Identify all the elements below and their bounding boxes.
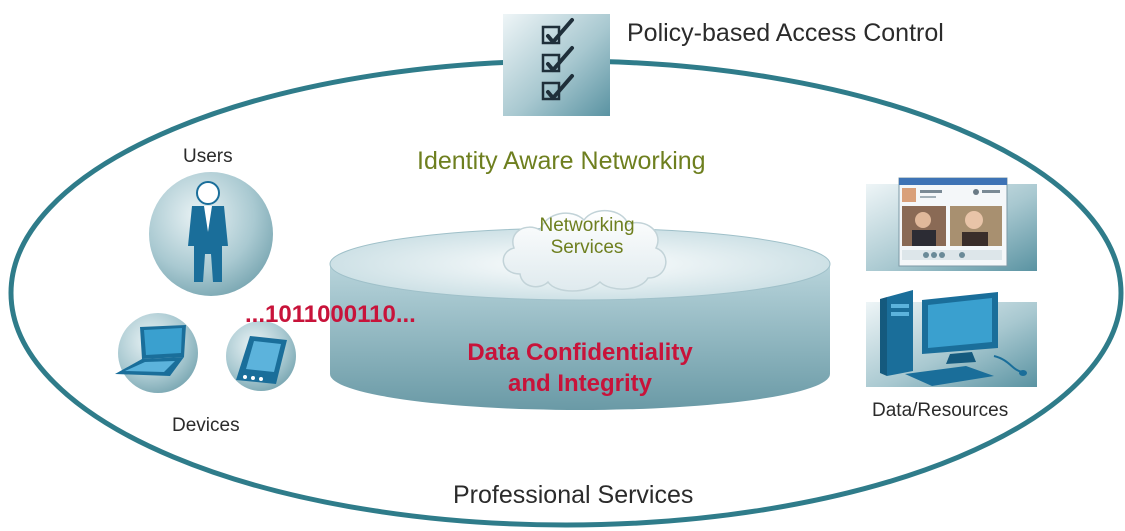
checklist-icon: [503, 14, 610, 116]
data-confidentiality-line2: and Integrity: [507, 370, 652, 397]
binary-stream-label: ...1011000110...: [245, 301, 416, 328]
data-confidentiality-label: Data Confidentiality and Integrity: [430, 337, 730, 399]
policy-label: Policy-based Access Control: [627, 19, 944, 47]
cloud-icon: [502, 210, 667, 292]
laptop-icon: [115, 313, 198, 393]
video-call-icon: [866, 177, 1037, 271]
user-icon: [149, 172, 273, 296]
pda-icon: [226, 321, 296, 391]
data-resources-label: Data/Resources: [872, 400, 1009, 421]
devices-label: Devices: [172, 415, 240, 436]
desktop-computer-icon: [866, 290, 1037, 387]
users-label: Users: [183, 146, 233, 167]
identity-aware-networking-label: Identity Aware Networking: [417, 147, 706, 175]
data-confidentiality-line1: Data Confidentiality: [467, 339, 693, 366]
networking-services-line1: Networking: [539, 215, 635, 236]
networking-services-line2: Services: [550, 237, 624, 258]
professional-services-label: Professional Services: [453, 481, 694, 509]
networking-services-label: Networking Services: [517, 215, 657, 259]
